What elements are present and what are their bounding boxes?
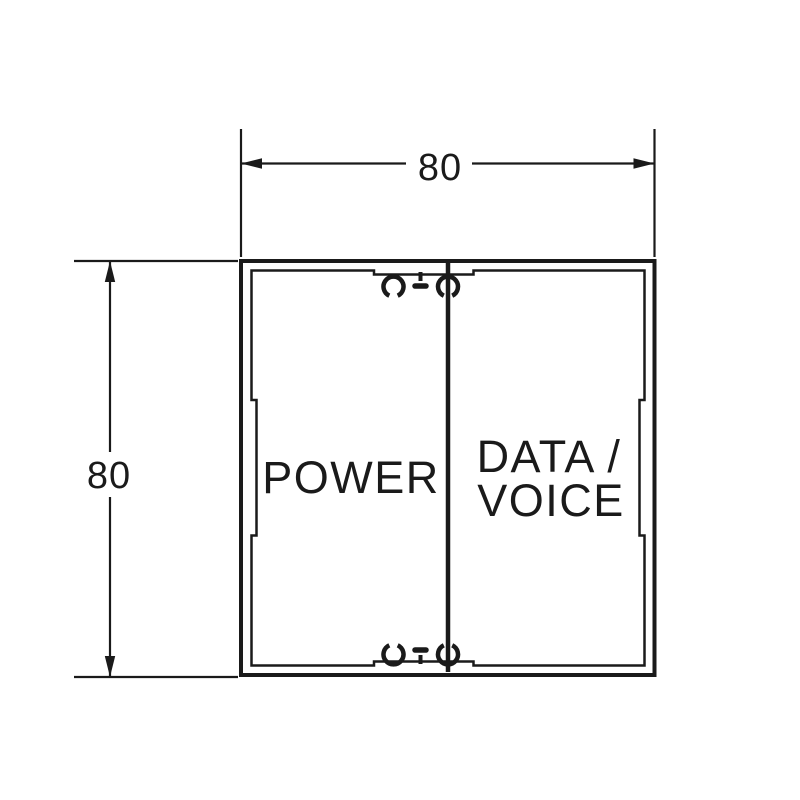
arrowhead-up-icon [104, 261, 116, 282]
profile-outer-wall [239, 259, 657, 677]
arrowhead-down-icon [104, 656, 116, 677]
arrowhead-left-icon [241, 158, 262, 169]
clip-ring-top-left-icon [381, 274, 406, 298]
profile-inner-wall [250, 269, 646, 667]
height-dimension-value: 80 [87, 455, 131, 497]
compartment-labels: POWER DATA / VOICE [262, 431, 625, 526]
trunking-profile [239, 259, 657, 677]
clip-ring-bottom-right-icon [435, 643, 461, 667]
left-compartment-label: POWER [262, 452, 440, 503]
right-compartment-label-line2: VOICE [477, 475, 625, 526]
right-compartment-label-line1: DATA / [477, 431, 622, 482]
height-dimension: 80 [74, 259, 238, 679]
drawing-root: 80 80 [74, 129, 657, 679]
clip-ring-top-right-icon [435, 274, 461, 298]
arrowhead-right-icon [633, 158, 655, 169]
width-dimension-value: 80 [418, 147, 462, 189]
clip-ring-bottom-left-icon [381, 643, 406, 667]
width-dimension: 80 [239, 129, 656, 257]
